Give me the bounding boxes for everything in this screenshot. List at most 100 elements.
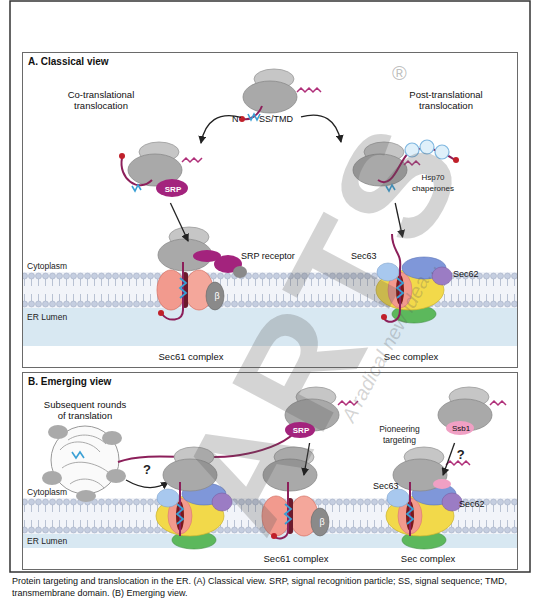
- figure-frame-part: [10, 1, 530, 572]
- translocon-node: Sec63Sec62Sec complex: [371, 475, 483, 565]
- posttranslational-ribosome-part: [404, 161, 420, 165]
- sec-complex-a-part: [397, 278, 403, 298]
- subunit-label: Sec62: [459, 499, 489, 510]
- sec61-complex-b-part: [262, 496, 329, 536]
- receptor-label: SRP receptor: [241, 251, 311, 262]
- subunit-label: Sec63: [373, 481, 403, 492]
- translocon-node: βSec61 complex: [246, 475, 346, 565]
- flow-arrow: [170, 203, 188, 241]
- figure-frame: [10, 1, 530, 572]
- polysome-part: [48, 425, 68, 439]
- subunit-label: β: [317, 517, 327, 528]
- ssb1-ribosome-b-part: [490, 401, 506, 405]
- panel-heading: B. Emerging view: [28, 377, 188, 388]
- srp-ribosome-b-part: [338, 401, 358, 405]
- panel: A. Classical viewNSS/TMDCo-translational…: [22, 52, 518, 368]
- sec-complex-b-right-part: [386, 483, 462, 549]
- polysome-part: [60, 435, 108, 488]
- sec61-complex-b-part: [263, 447, 317, 491]
- free-ribosome-part: [243, 69, 297, 113]
- posttranslational-ribosome-part: [405, 143, 419, 157]
- ssb1-ribosome-b-part: [446, 421, 474, 435]
- cotranslational-ribosome: [119, 142, 202, 197]
- sec61-complex-a-part: [233, 266, 247, 278]
- complex-label: Sec61 complex: [256, 553, 336, 564]
- compartment-label: Cytoplasm: [27, 487, 107, 497]
- cotranslational-ribosome-part: [156, 179, 188, 197]
- watermark-slogan: A radical new idea...: [337, 257, 442, 426]
- free-ribosome-part: [248, 114, 260, 120]
- process-label: Post-translational translocation: [396, 89, 496, 111]
- sec61-complex-a-part: [157, 270, 224, 310]
- ssb1-label: Ssb1: [448, 424, 474, 435]
- cotranslational-ribosome-part: [121, 158, 152, 185]
- sec61-complex-a: [157, 227, 247, 320]
- question-mark: ?: [143, 462, 157, 477]
- process-label: Pioneering targeting: [372, 424, 427, 446]
- subunit-label: β: [212, 291, 222, 302]
- cotranslational-ribosome-part: [132, 185, 141, 191]
- flow-arrow: [201, 116, 241, 143]
- watermark-symbol: ®: [392, 62, 412, 85]
- srp-ribosome-b: [285, 387, 358, 438]
- sec61-complex-a-part: [162, 262, 183, 320]
- sec-complex-b-left-part: [177, 504, 183, 524]
- compartment-label: ER Lumen: [27, 312, 107, 322]
- flow-arrow: [301, 115, 341, 142]
- cotranslational-ribosome-part: [119, 153, 125, 159]
- process-label: Subsequent rounds of translation: [39, 399, 131, 421]
- complex-label: Sec complex: [393, 553, 463, 564]
- flow-arrow: [395, 203, 402, 237]
- sec61-complex-a-part: [158, 310, 164, 316]
- posttranslational-ribosome: [353, 140, 459, 191]
- sec-complex-b-left-part: [179, 482, 181, 536]
- terminus-label: N: [232, 114, 242, 125]
- sec-complex-b-left-part: [156, 483, 232, 549]
- cotranslational-ribosome-part: [182, 158, 202, 162]
- edge-label: ?: [457, 447, 465, 462]
- translocon-node: SRP receptorβSec61 complex: [141, 241, 291, 361]
- sec61-complex-b-part: [285, 504, 291, 524]
- sec61-complex-a-part: [180, 278, 186, 298]
- sec61-complex-a-part: [193, 250, 221, 262]
- polysome-part: [126, 480, 168, 488]
- subunit-label: Sec62: [453, 269, 483, 280]
- flow-arrow: [304, 443, 310, 475]
- watermark-text: ARTS: [143, 95, 499, 558]
- sec-complex-a-part: [376, 257, 452, 323]
- posttranslational-ribosome-part: [453, 157, 459, 163]
- polysome-part: [102, 431, 122, 445]
- free-ribosome-part: [297, 88, 321, 92]
- sec-complex-a: [376, 234, 452, 323]
- polysome-part: [42, 471, 62, 485]
- posttranslational-ribosome-part: [420, 140, 434, 154]
- sec-complex-b-right: [386, 447, 470, 549]
- polysome-part: [72, 452, 84, 458]
- subunit-label: Sec63: [351, 251, 381, 262]
- translocon-node: Sec63Sec62Sec complex: [346, 237, 486, 361]
- sec-complex-b-right-part: [433, 479, 451, 489]
- posttranslational-ribosome-part: [435, 145, 449, 159]
- sec-complex-a-part: [381, 314, 387, 320]
- srp-label: SRP: [160, 185, 186, 196]
- sec-complex-b-left-part: [163, 447, 217, 491]
- chaperone-label: Hsp70 chaperones: [404, 173, 462, 194]
- ribosome-node: Post-translational translocationHsp70 ch…: [341, 141, 436, 203]
- flow-arrow: [443, 443, 454, 475]
- ssb1-ribosome-b: [438, 387, 506, 435]
- panel: B. Emerging viewSubsequent rounds of tra…: [22, 372, 518, 570]
- signal-label: SS/TMD: [259, 114, 304, 125]
- polysome-part: [76, 490, 96, 502]
- membrane-a-part: [23, 308, 517, 346]
- ribosome-node: NSS/TMD: [241, 73, 301, 123]
- compartment-label: ER Lumen: [27, 536, 107, 546]
- posttranslational-ribosome-part: [386, 185, 395, 191]
- process-label: Co-translational translocation: [56, 89, 146, 111]
- compartment-label: Cytoplasm: [27, 261, 107, 271]
- posttranslational-ribosome-part: [353, 142, 407, 186]
- sec-complex-b-left: [156, 447, 232, 549]
- ribosome-node: Co-translational translocationSRP: [111, 141, 201, 203]
- complex-label: Sec61 complex: [151, 351, 231, 362]
